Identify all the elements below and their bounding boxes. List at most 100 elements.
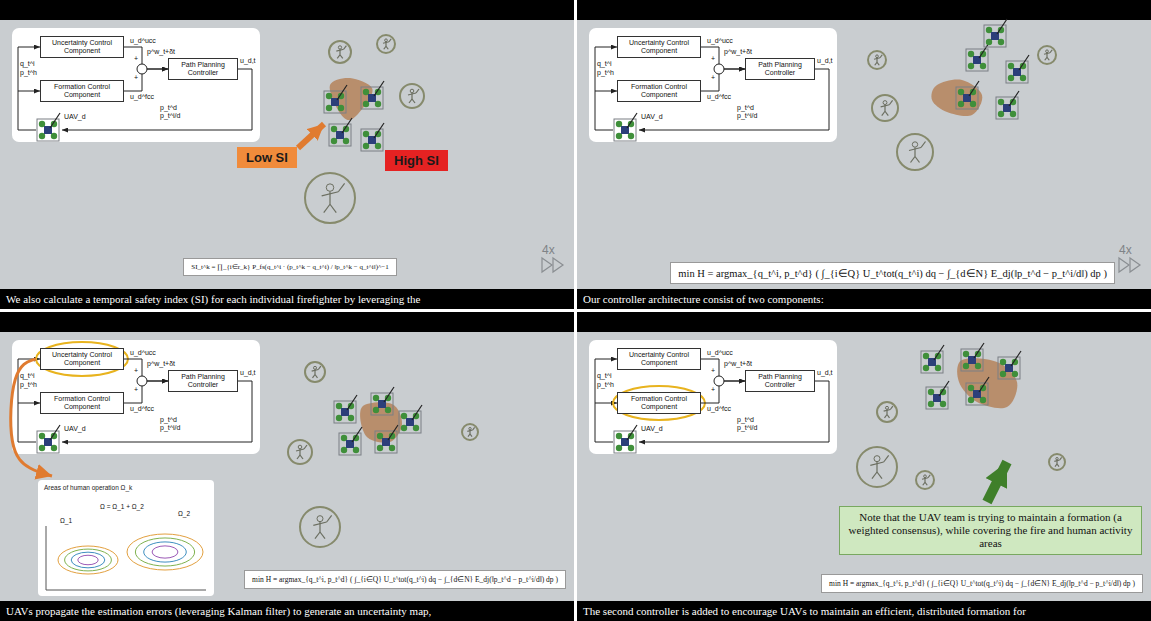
plot-label: Ω_2 bbox=[178, 510, 190, 518]
firefighter-icon bbox=[1049, 454, 1065, 470]
speed-icon bbox=[553, 258, 563, 272]
edge-label: u_d^ucc bbox=[707, 349, 733, 357]
uav-label: UAV_d bbox=[641, 425, 663, 433]
video-frame: Uncertainty Control ComponentFormation C… bbox=[577, 312, 1151, 621]
speed-icon bbox=[542, 258, 552, 272]
firefighter-icon bbox=[288, 440, 312, 464]
summing-junction bbox=[714, 64, 724, 74]
uav-icon bbox=[614, 425, 637, 453]
uav-icon bbox=[1006, 55, 1029, 83]
formula-box: min H = argmax_{q_t^i, p_t^d} ( ∫_{i∈Q} … bbox=[821, 574, 1143, 593]
process-box: Formation Control Component bbox=[617, 80, 701, 102]
plot-label: Ω = Ω_1 + Ω_2 bbox=[100, 503, 144, 511]
plot-inset: Areas of human operation Ω_k bbox=[38, 480, 214, 596]
node-text: Areas of human operation Ω_k bbox=[44, 484, 208, 492]
uav-label: UAV_d bbox=[64, 425, 86, 433]
signal-wire bbox=[18, 91, 40, 92]
summing-junction bbox=[137, 376, 147, 386]
firefighter-icon bbox=[1038, 46, 1056, 64]
signal-label: p_t^i/d bbox=[737, 424, 757, 432]
node-text: min H = argmax_{q_t^i, p_t^d} ( ∫_{i∈Q} … bbox=[829, 579, 1135, 588]
top-bar bbox=[577, 312, 1151, 332]
process-box: Uncertainty Control Component bbox=[40, 348, 124, 370]
process-box: Formation Control Component bbox=[617, 392, 701, 414]
edge-label: u_d^fcc bbox=[707, 93, 731, 101]
sum-sign: + bbox=[711, 55, 715, 63]
signal-label: p_t^h bbox=[20, 69, 37, 77]
node-text: Path Planning Controller bbox=[171, 61, 235, 77]
formula-box: min H = argmax_{q_t^i, p_t^d} ( ∫_{i∈Q} … bbox=[244, 570, 566, 589]
subtitle-band: Our controller architecture consist of t… bbox=[577, 289, 1151, 309]
node-text: High SI bbox=[394, 153, 439, 168]
node-text: Note that the UAV team is trying to main… bbox=[848, 511, 1133, 550]
uav-icon bbox=[339, 427, 362, 455]
signal-label: q_t^i bbox=[597, 372, 612, 380]
uav-icon bbox=[926, 381, 949, 409]
contour-plot bbox=[46, 526, 206, 590]
sum-sign: + bbox=[711, 74, 715, 82]
uav-icon bbox=[984, 19, 1007, 47]
uav-icon bbox=[375, 425, 398, 453]
signal-label: p^w_t+δt bbox=[724, 360, 752, 368]
firefighter-icon bbox=[305, 173, 355, 223]
signal-wire bbox=[18, 359, 40, 442]
uav-icon bbox=[329, 118, 352, 146]
process-box: Path Planning Controller bbox=[745, 370, 815, 392]
highlight-ring bbox=[36, 342, 128, 376]
uav-icon bbox=[361, 81, 384, 109]
firefighter-icon bbox=[857, 447, 897, 487]
signal-label: p_t^d bbox=[160, 416, 177, 424]
node-text: Uncertainty Control Component bbox=[43, 39, 121, 55]
si-tag: Low SI bbox=[237, 147, 297, 168]
signal-label: u_d,t bbox=[240, 369, 256, 377]
speed-label: 4x bbox=[1119, 243, 1132, 257]
uav-icon bbox=[37, 113, 60, 141]
callout-arrow bbox=[11, 359, 52, 476]
fire-area bbox=[931, 80, 982, 117]
fire-area bbox=[957, 358, 1017, 408]
signal-label: p_t^h bbox=[597, 381, 614, 389]
top-bar bbox=[0, 312, 574, 332]
uav-icon bbox=[614, 113, 637, 141]
signal-wire bbox=[595, 47, 617, 130]
fire-area bbox=[330, 78, 373, 120]
node-text: Uncertainty Control Component bbox=[620, 351, 698, 367]
top-bar bbox=[577, 0, 1151, 20]
uav-icon bbox=[956, 81, 979, 109]
firefighter-icon bbox=[300, 507, 340, 547]
plot-panel bbox=[38, 480, 214, 596]
signal-label: p_t^i/d bbox=[160, 112, 180, 120]
firefighter-icon bbox=[916, 471, 934, 489]
node-text: Formation Control Component bbox=[43, 395, 121, 411]
speed-icon bbox=[1119, 258, 1129, 272]
formula-box: SI_t^k = ∏_{i∈r_k} P_fs(q_t^i · (p_t^k −… bbox=[183, 258, 397, 276]
edge-label: u_d^fcc bbox=[130, 405, 154, 413]
signal-label: p^w_t+δt bbox=[724, 48, 752, 56]
signal-label: u_d,t bbox=[817, 57, 833, 65]
si-tag: High SI bbox=[385, 150, 448, 171]
process-box: Path Planning Controller bbox=[168, 58, 238, 80]
node-text: Path Planning Controller bbox=[748, 61, 812, 77]
edge-label: u_d^fcc bbox=[707, 405, 731, 413]
signal-label: p^w_t+δt bbox=[147, 360, 175, 368]
uav-icon bbox=[324, 85, 347, 113]
signal-label: p_t^i/d bbox=[160, 424, 180, 432]
firefighter-icon bbox=[897, 134, 933, 170]
sum-sign: + bbox=[134, 386, 138, 394]
process-box: Formation Control Component bbox=[40, 392, 124, 414]
firefighter-icon bbox=[868, 51, 886, 69]
node-text: Formation Control Component bbox=[620, 395, 698, 411]
process-box: Uncertainty Control Component bbox=[40, 36, 124, 58]
uav-icon bbox=[921, 345, 944, 373]
process-box: Path Planning Controller bbox=[168, 370, 238, 392]
uav-icon bbox=[998, 351, 1021, 379]
diagram-panel bbox=[12, 340, 260, 454]
top-bar bbox=[0, 0, 574, 20]
node-text: Our controller architecture consist of t… bbox=[583, 289, 1151, 309]
firefighter-icon bbox=[462, 424, 478, 440]
diagram-panel bbox=[589, 28, 837, 142]
signal-label: p_t^h bbox=[20, 381, 37, 389]
video-frame: Uncertainty Control ComponentFormation C… bbox=[0, 0, 574, 309]
node-text: min H = argmax_{q_t^i, p_t^d} ( ∫_{i∈Q} … bbox=[678, 267, 1107, 279]
